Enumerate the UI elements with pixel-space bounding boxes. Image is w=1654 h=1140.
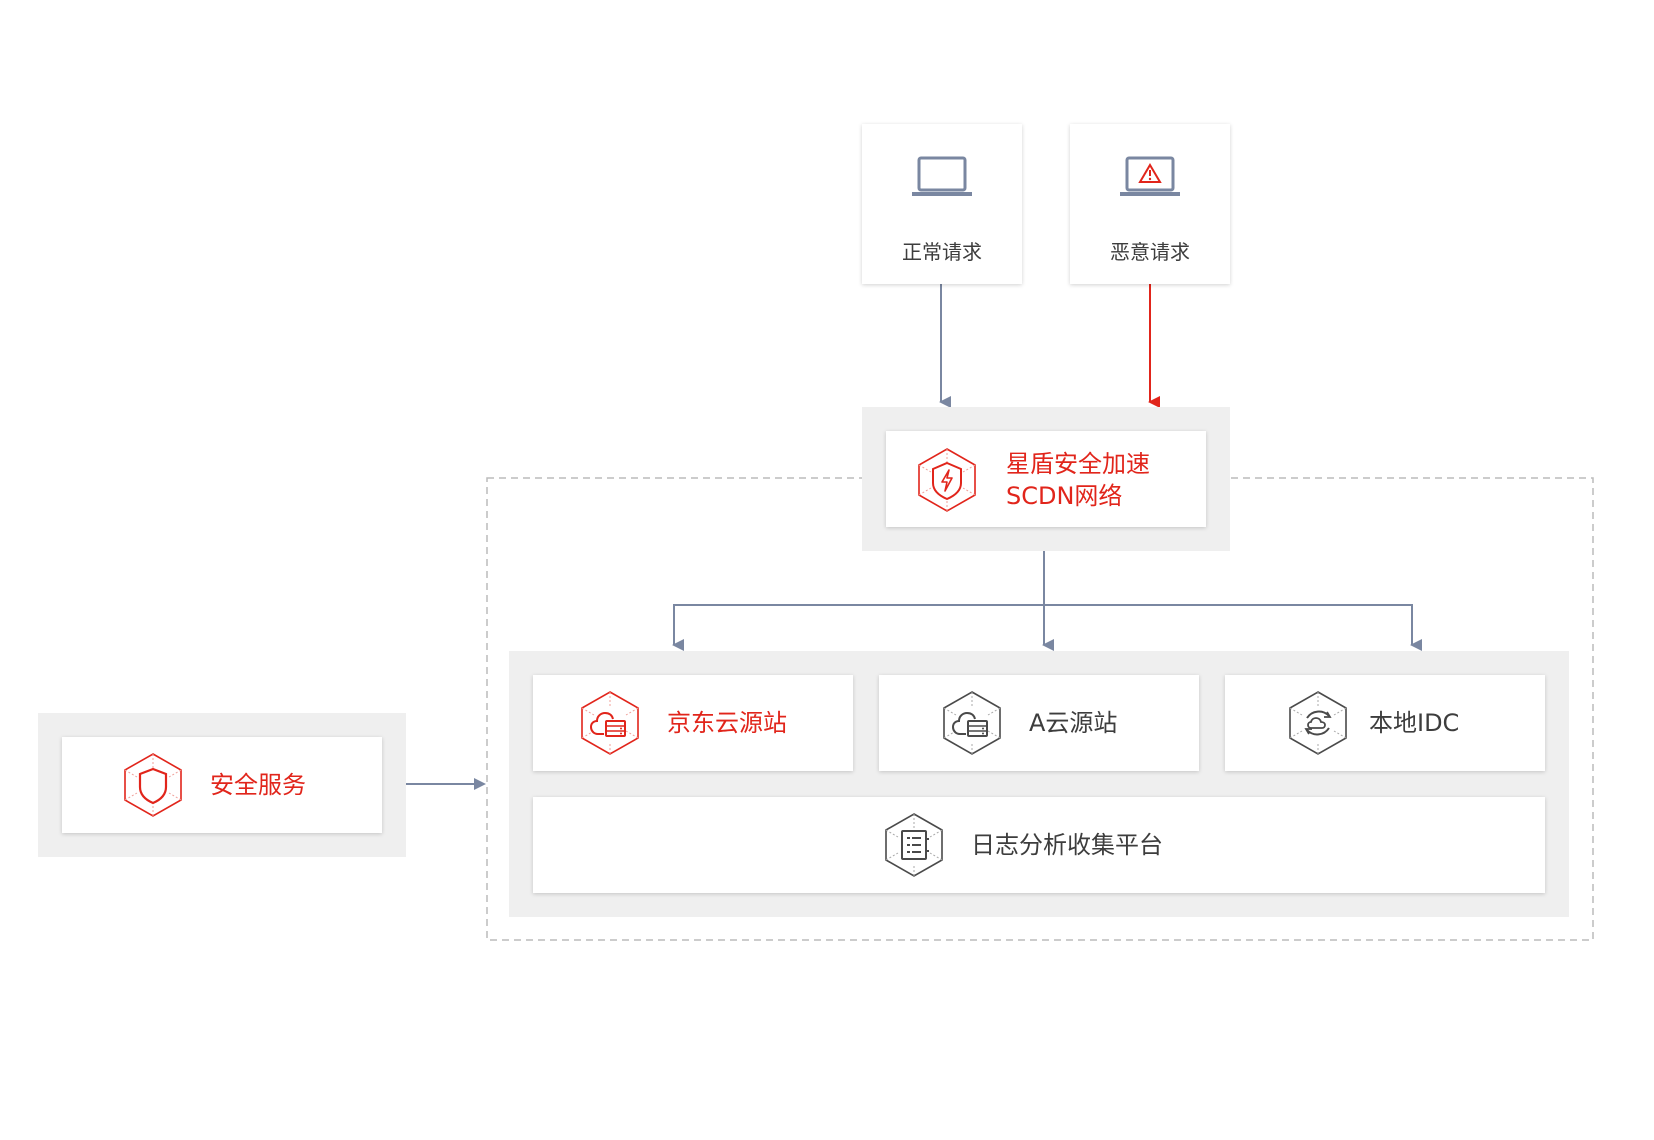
origin-card-jdcloud: 京东云源站 [533, 675, 853, 771]
cloud-server-icon [579, 690, 641, 756]
origin-label-idc: 本地IDC [1369, 709, 1460, 737]
normal-request-label: 正常请求 [902, 240, 982, 264]
laptop-icon [911, 156, 973, 198]
shield-lightning-icon [916, 447, 978, 513]
malicious-request-label: 恶意请求 [1110, 240, 1190, 264]
shield-icon [122, 752, 184, 818]
malicious-request-card: 恶意请求 [1070, 124, 1230, 284]
log-platform-card: 日志分析收集平台 [533, 797, 1545, 893]
cloud-server-icon [941, 690, 1003, 756]
cloud-sync-icon [1287, 690, 1349, 756]
normal-request-card: 正常请求 [862, 124, 1022, 284]
security-service-card: 安全服务 [62, 737, 382, 833]
scdn-title-line1: 星盾安全加速 [1006, 450, 1150, 478]
origin-card-idc: 本地IDC [1225, 675, 1545, 771]
log-platform-label: 日志分析收集平台 [971, 831, 1163, 859]
scdn-card: 星盾安全加速 SCDN网络 [886, 431, 1206, 527]
origin-label-acloud: A云源站 [1029, 709, 1118, 737]
security-service-panel: 安全服务 [38, 713, 406, 857]
scdn-title-line2: SCDN网络 [1006, 482, 1123, 510]
security-service-label: 安全服务 [210, 771, 306, 799]
origin-label-jdcloud: 京东云源站 [667, 709, 787, 737]
origin-card-acloud: A云源站 [879, 675, 1199, 771]
laptop-warning-icon [1119, 156, 1181, 198]
document-icon [883, 812, 945, 878]
origins-panel: 京东云源站 A云源站 [509, 651, 1569, 917]
scdn-panel: 星盾安全加速 SCDN网络 [862, 407, 1230, 551]
